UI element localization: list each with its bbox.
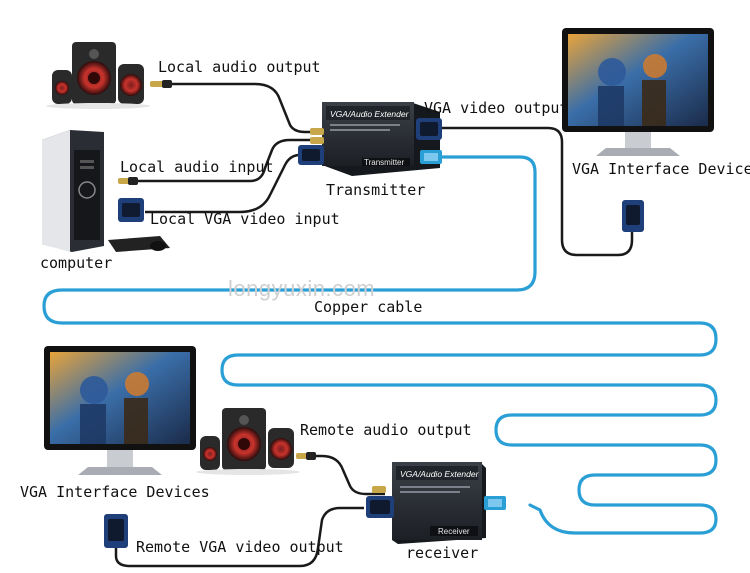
transmitter-box-tag: Transmitter [364, 158, 404, 167]
audio-jack-computer [118, 177, 138, 185]
label-vga-devices-bottom: VGA Interface Devices [20, 483, 210, 501]
label-copper-cable: Copper cable [314, 298, 423, 316]
label-local-audio-output: Local audio output [158, 58, 321, 76]
receiver-box-tag: Receiver [438, 527, 470, 536]
speaker-set-bottom [196, 408, 300, 475]
vga-connector-local-input [118, 198, 144, 222]
label-transmitter: Transmitter [326, 181, 426, 199]
computer-tower [42, 130, 104, 252]
label-local-audio-input: Local audio input [120, 158, 274, 176]
label-remote-vga-output: Remote VGA video output [136, 538, 344, 556]
cable-remote-vga-output [114, 506, 364, 568]
watermark-text: longyuxin.com [228, 276, 376, 301]
label-receiver: receiver [406, 544, 479, 562]
label-vga-devices-top: VGA Interface Devices [572, 160, 750, 178]
label-remote-audio-output: Remote audio output [300, 421, 472, 439]
speaker-set-top [46, 42, 150, 109]
cable-local-vga-input [145, 153, 301, 214]
cable-local-audio-input [135, 138, 322, 183]
audio-jack-top [150, 80, 172, 88]
transmitter-device: VGA/Audio Extender Transmitter [298, 102, 442, 176]
cable-remote-audio-output [300, 454, 385, 496]
label-computer: computer [40, 254, 113, 272]
monitor-bottom-left [44, 346, 196, 475]
receiver-box-title: VGA/Audio Extender [400, 469, 480, 479]
monitor-top-right [562, 28, 714, 156]
label-local-vga-input: Local VGA video input [150, 210, 340, 228]
cable-local-audio-output [150, 82, 322, 134]
vga-connector-remote-output [104, 514, 128, 548]
cable-vga-video-output [442, 126, 634, 257]
transmitter-box-title: VGA/Audio Extender [330, 109, 410, 119]
receiver-device: VGA/Audio Extender Receiver [366, 462, 506, 544]
copper-cable [42, 155, 718, 535]
vga-connector-top-right [622, 200, 644, 232]
label-vga-video-output: VGA video output [424, 99, 569, 117]
keyboard [108, 236, 170, 252]
audio-jack-bottom [296, 452, 316, 460]
